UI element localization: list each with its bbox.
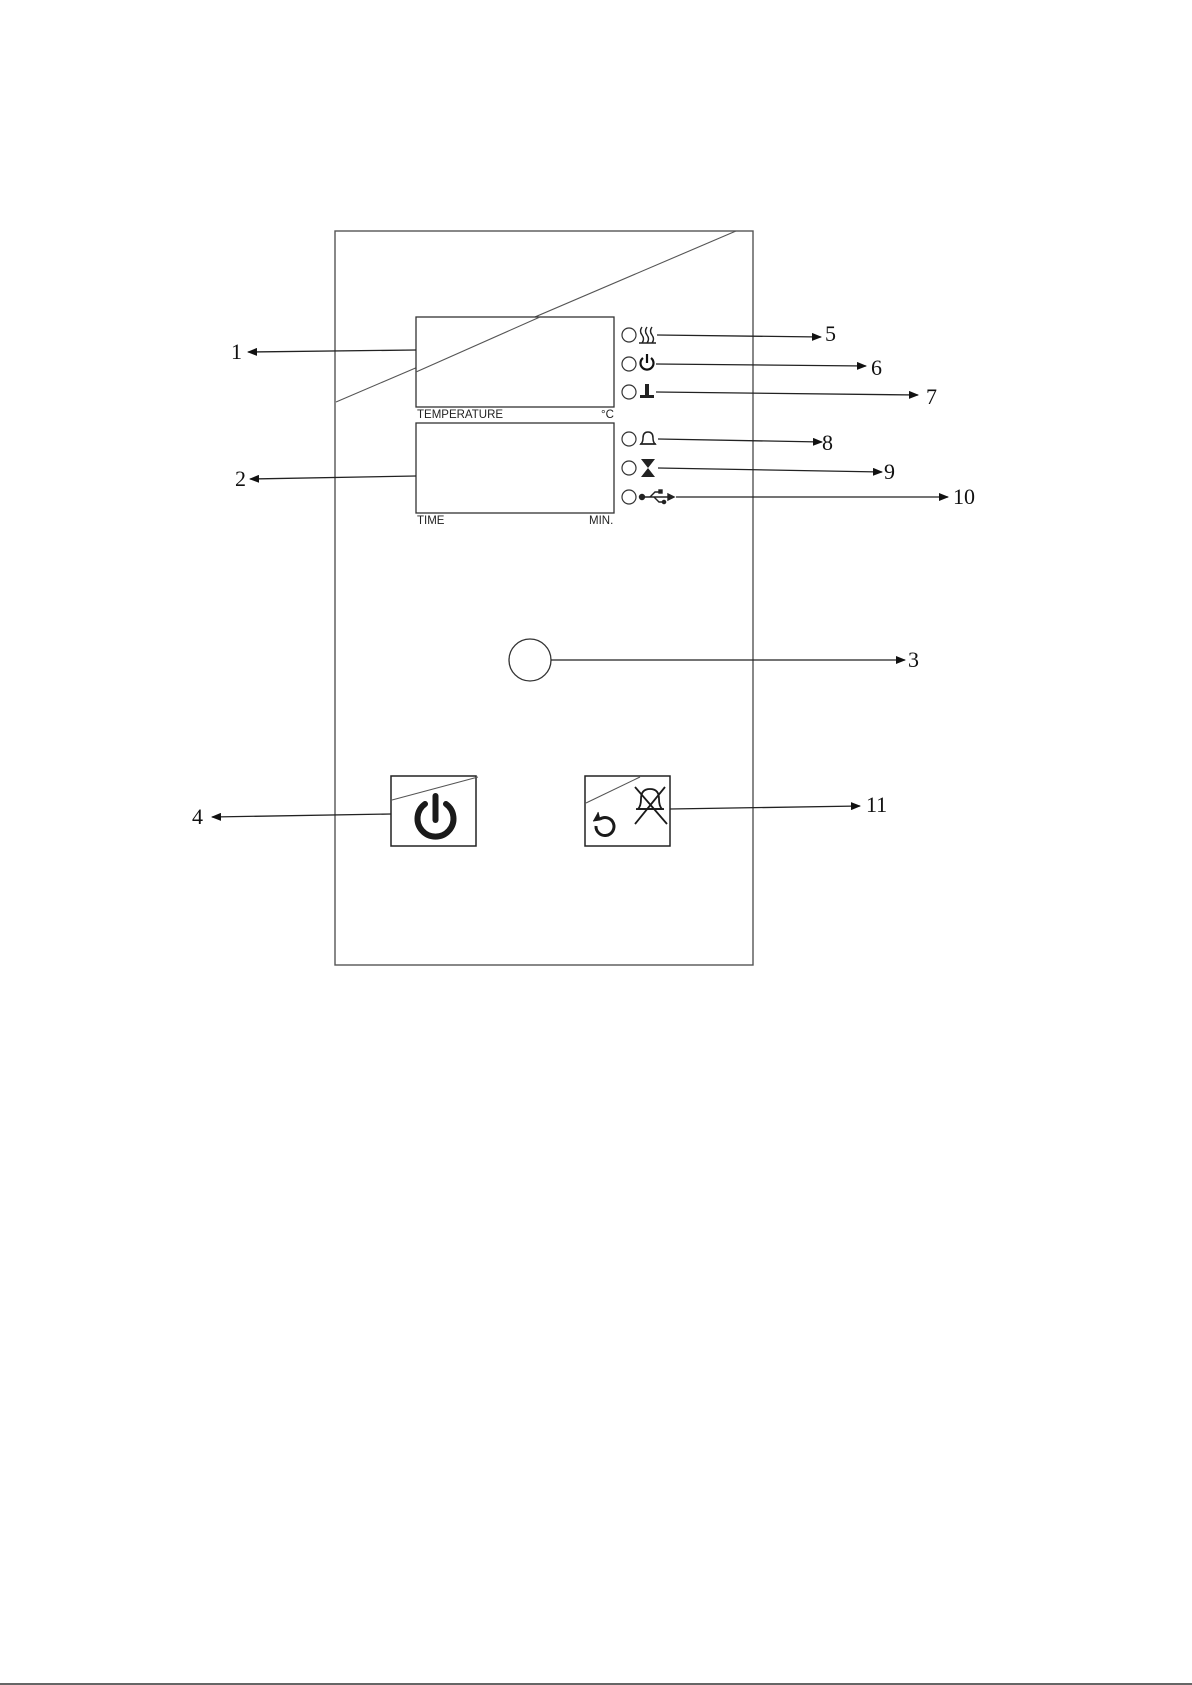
led-alarm	[622, 432, 636, 446]
callout-1: 1	[231, 339, 242, 364]
leader-4	[212, 814, 391, 817]
indicator-usb	[622, 490, 674, 504]
usb-icon	[640, 490, 675, 504]
callout-4: 4	[192, 804, 203, 829]
callout-7: 7	[926, 384, 937, 409]
time-label: TIME	[417, 515, 445, 527]
time-display: TIME MIN.	[416, 423, 614, 527]
indicator-alarm	[622, 432, 656, 446]
callout-8: 8	[822, 430, 833, 455]
indicator-timer	[622, 459, 655, 477]
power-icon	[641, 354, 654, 370]
led-power	[622, 357, 636, 371]
reset-mute-button[interactable]	[585, 776, 670, 846]
thermometer-icon	[640, 384, 654, 398]
leader-6	[656, 364, 866, 366]
callout-3: 3	[908, 647, 919, 672]
callout-9: 9	[884, 459, 895, 484]
leader-7	[656, 392, 918, 395]
leader-11	[670, 806, 860, 809]
control-knob[interactable]	[509, 639, 551, 681]
heating-waves-icon	[639, 327, 656, 343]
indicator-power	[622, 354, 654, 371]
leader-5	[657, 335, 821, 337]
callout-6: 6	[871, 355, 882, 380]
time-unit: MIN.	[589, 515, 613, 527]
led-heating	[622, 328, 636, 342]
callout-2: 2	[235, 466, 246, 491]
temperature-label: TEMPERATURE	[417, 409, 503, 421]
temperature-display: TEMPERATURE °C	[416, 317, 614, 421]
leader-9	[658, 468, 882, 472]
led-usb	[622, 490, 636, 504]
hourglass-icon	[641, 459, 655, 477]
callout-11: 11	[866, 792, 887, 817]
leader-1	[248, 350, 416, 352]
leader-2	[250, 476, 416, 479]
bell-icon	[640, 432, 656, 444]
leader-8	[658, 439, 822, 442]
indicator-heating	[622, 327, 656, 343]
callout-5: 5	[825, 321, 836, 346]
led-sensor	[622, 385, 636, 399]
indicator-sensor	[622, 384, 654, 399]
callout-10: 10	[953, 484, 975, 509]
led-timer	[622, 461, 636, 475]
power-button[interactable]	[391, 776, 478, 846]
temperature-unit: °C	[601, 409, 614, 421]
